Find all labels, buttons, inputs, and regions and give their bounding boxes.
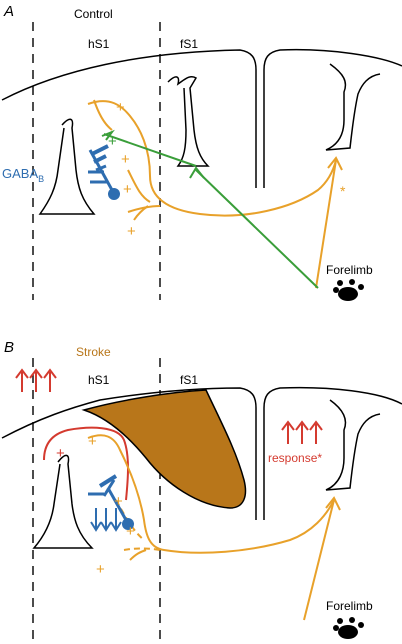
forelimb-label-b: Forelimb [326, 599, 373, 613]
pyramidal-neuron-hs1-a [38, 118, 96, 215]
down-arrows-blue [90, 508, 122, 532]
orange-arrowhead-a [327, 156, 343, 171]
plus-b3: + [126, 523, 135, 540]
plus-b2: + [114, 493, 123, 510]
paw-icon-a [333, 279, 364, 301]
plus-a-green: + [108, 133, 117, 150]
orange-axon-a [87, 100, 337, 217]
pyramidal-neuron-right-b [325, 399, 381, 491]
plus-a2: + [121, 151, 130, 168]
cortex-surface-b-right [263, 386, 402, 520]
plus-a1: + [116, 99, 125, 116]
gaba-interneuron-a [88, 144, 120, 200]
plus-b1: + [88, 433, 97, 450]
panel-letter-a: A [3, 3, 14, 20]
panel-b: B Stroke hS1 fS1 response* Forelimb + + … [1, 339, 402, 644]
panel-letter-b: B [4, 339, 14, 356]
green-arrowhead-a [189, 166, 205, 179]
region-left-a: hS1 [88, 37, 110, 51]
plus-a3: + [123, 181, 132, 198]
up-arrows-red-left [15, 368, 57, 392]
pyramidal-neuron-fs1-a [167, 75, 210, 167]
green-arrowhead-a2 [101, 129, 115, 141]
up-arrows-red-right [281, 420, 323, 444]
orange-branch-b2 [123, 547, 161, 551]
pyramidal-neuron-hs1-b [32, 454, 94, 549]
panel-a: A Control hS1 fS1 GABAB * Forelimb + + +… [1, 3, 402, 301]
pyramidal-neuron-right-a [325, 63, 381, 151]
orange-branch-a4 [133, 205, 149, 221]
cortex-surface-b [1, 387, 257, 520]
paw-icon-b [333, 617, 364, 639]
stroke-lesion [81, 389, 247, 509]
plus-b4: + [96, 561, 105, 578]
orange-branch-a1 [93, 99, 113, 131]
orange-input-line-b [303, 499, 335, 621]
plus-a4: + [127, 223, 136, 240]
orange-arrowhead-b [325, 496, 341, 511]
gaba-label-a: GABAB [2, 166, 44, 184]
plus-b-red: + [56, 445, 65, 462]
region-right-a: fS1 [180, 37, 198, 51]
orange-branch-b3 [129, 549, 147, 561]
orange-branch-a2 [127, 169, 151, 203]
gaba-interneuron-b [88, 474, 134, 530]
orange-axon-b [87, 434, 335, 554]
condition-label-a: Control [74, 7, 113, 21]
orange-input-line-a [315, 159, 337, 289]
green-line-a [103, 133, 319, 289]
response-label: response* [268, 451, 322, 465]
forelimb-label-a: Forelimb [326, 263, 373, 277]
cortex-surface-a [1, 49, 257, 188]
region-left-b: hS1 [88, 373, 110, 387]
region-right-b: fS1 [180, 373, 198, 387]
asterisk-a: * [340, 183, 346, 199]
cortex-surface-a-right [263, 48, 402, 188]
condition-label-b: Stroke [76, 345, 111, 359]
